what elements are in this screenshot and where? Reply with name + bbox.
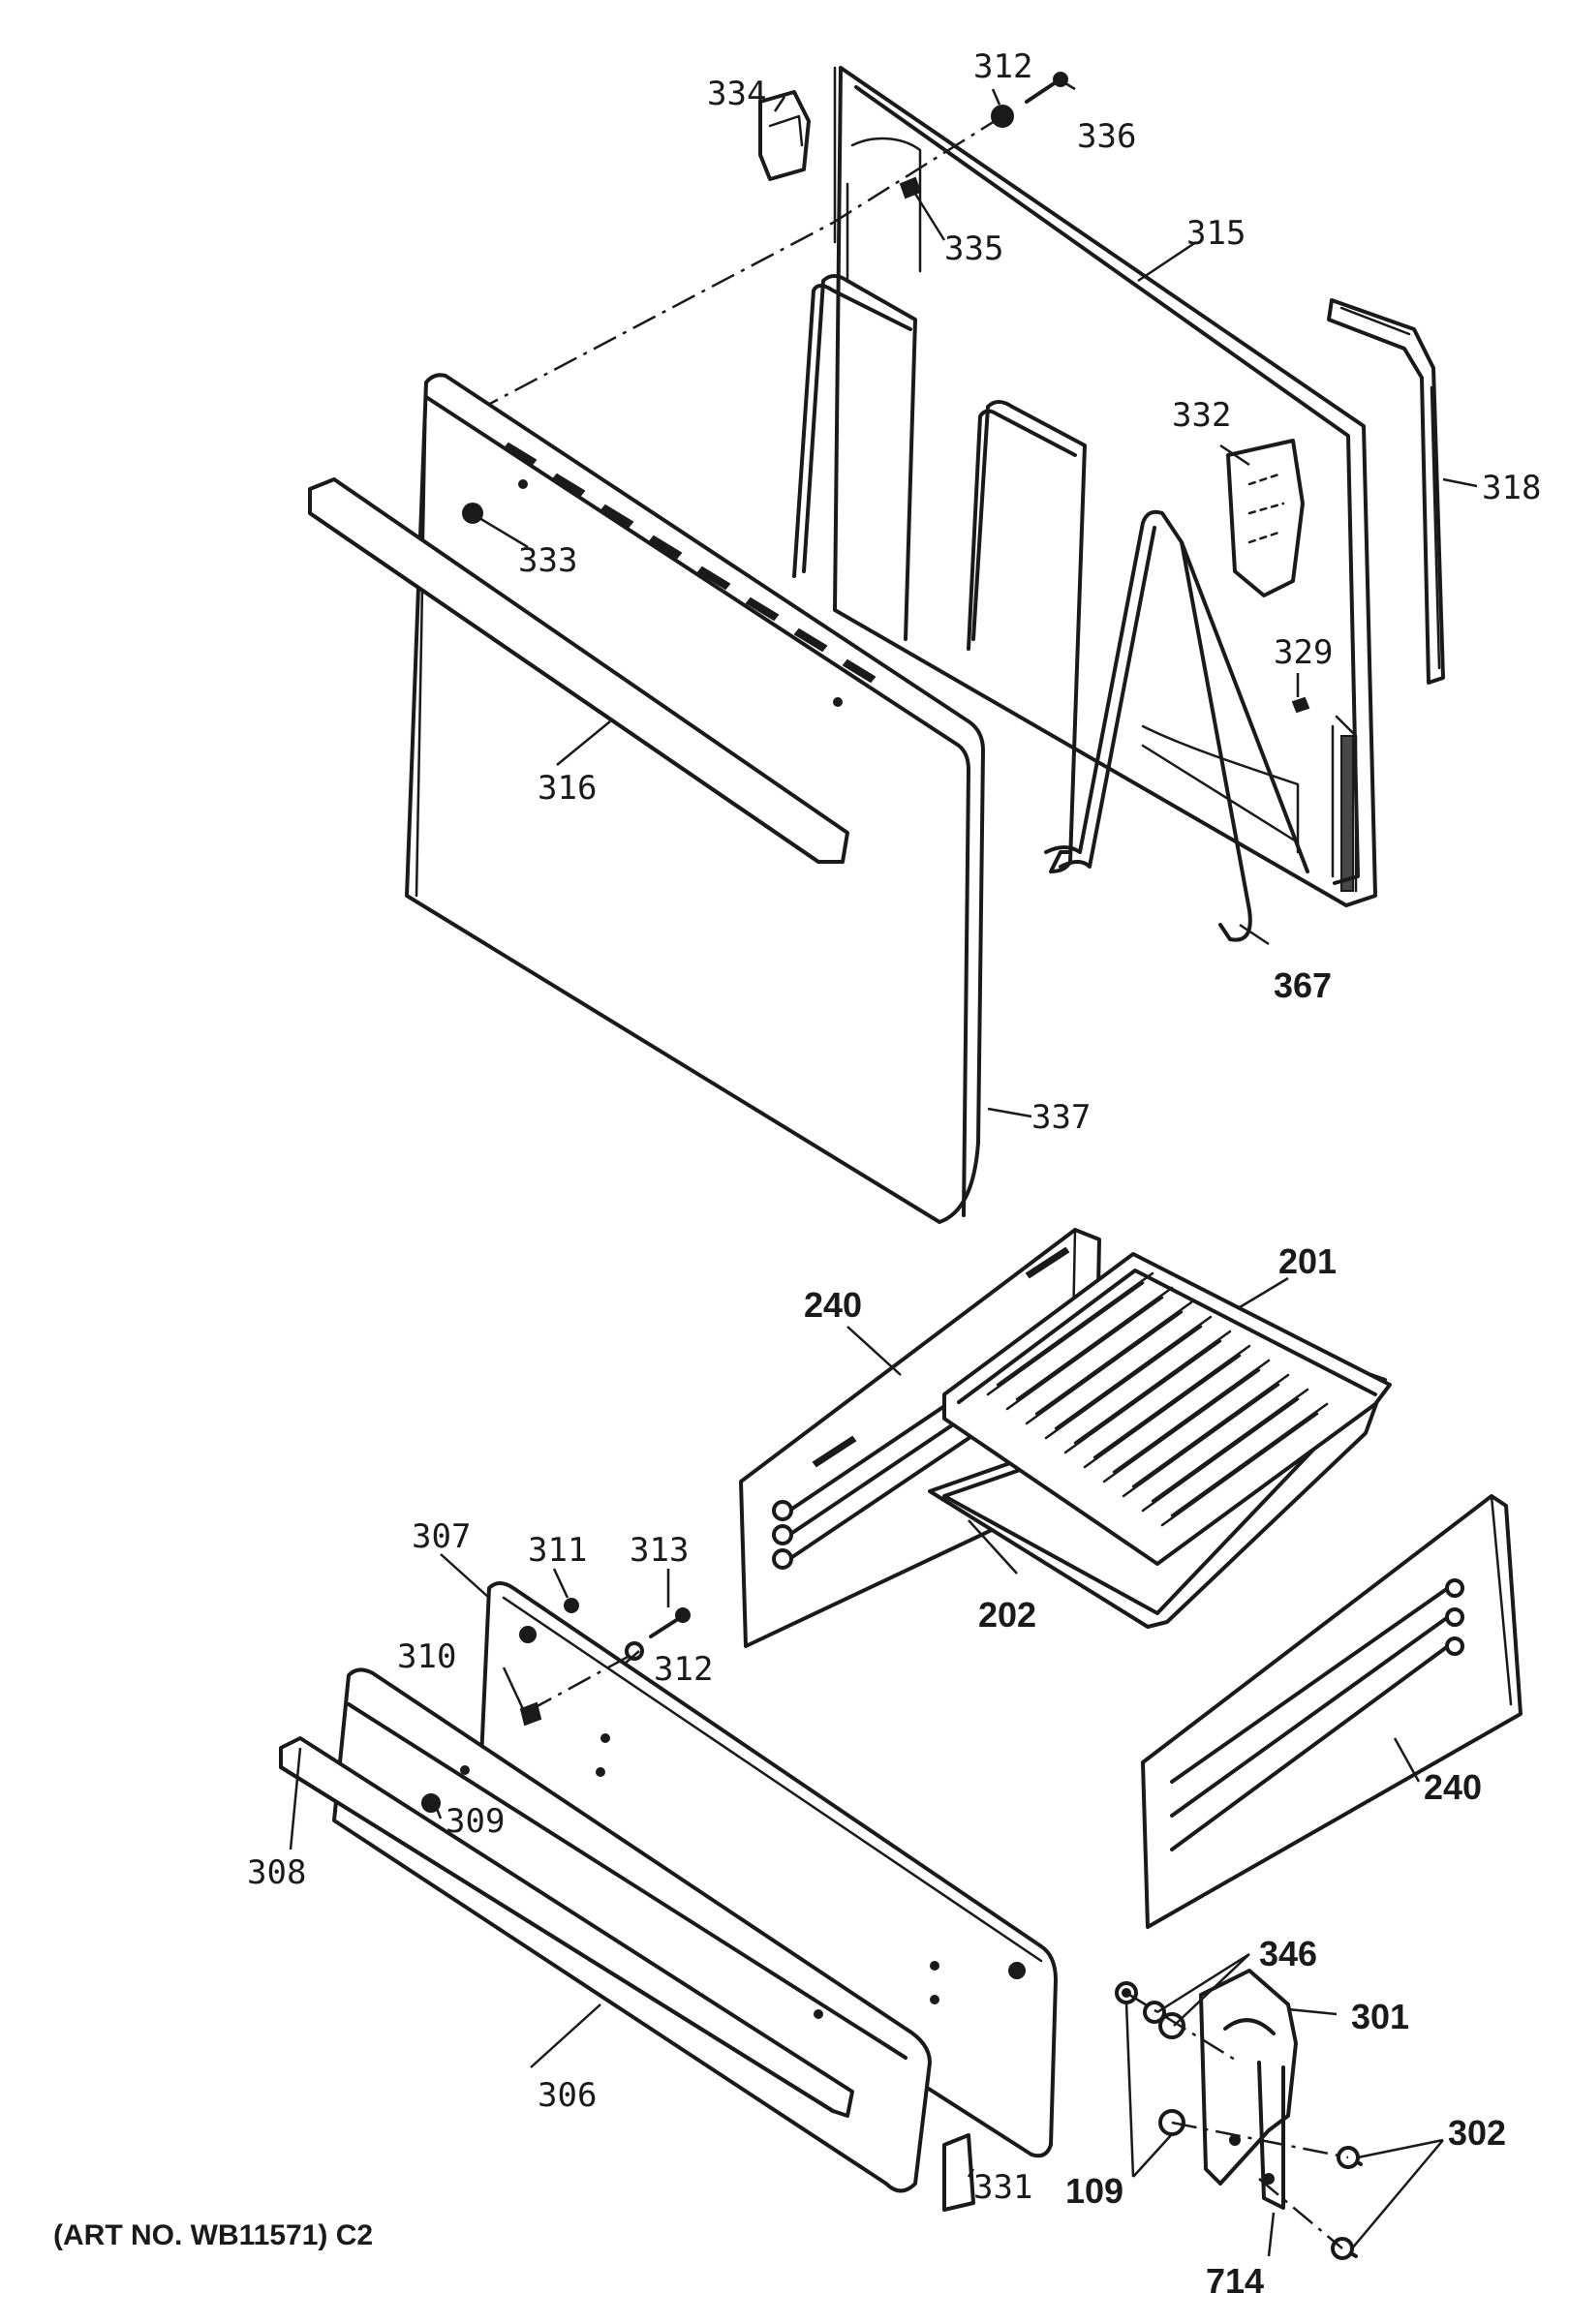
assembly-line-upper bbox=[483, 114, 1003, 409]
callout-337: 337 bbox=[1031, 1098, 1091, 1137]
callout-312-lower: 312 bbox=[654, 1650, 713, 1689]
rack-side-panel-upper bbox=[739, 1228, 1101, 1648]
drawer-handle bbox=[279, 1736, 854, 2118]
washer-346a bbox=[1143, 2001, 1166, 2024]
callout-329: 329 bbox=[1274, 633, 1333, 672]
callout-315: 315 bbox=[1186, 214, 1246, 253]
drawer-liner bbox=[477, 1581, 1058, 2158]
callout-316: 316 bbox=[538, 769, 597, 808]
door-gasket-channel bbox=[1327, 298, 1445, 685]
grommet-329 bbox=[1291, 696, 1310, 714]
screw-336 bbox=[1025, 72, 1068, 104]
callout-332: 332 bbox=[1172, 396, 1231, 435]
callout-240-upper: 240 bbox=[804, 1285, 862, 1325]
broiler-pan-grid bbox=[942, 1252, 1392, 1566]
callout-308: 308 bbox=[247, 1853, 306, 1892]
nut-311 bbox=[564, 1598, 579, 1613]
callout-301: 301 bbox=[1351, 1997, 1409, 2036]
callout-333: 333 bbox=[518, 541, 577, 580]
door-handle bbox=[308, 477, 849, 864]
callout-302: 302 bbox=[1448, 2113, 1506, 2153]
assembly-line-hinge-c bbox=[1258, 2178, 1343, 2249]
assembly-line-hinge-a bbox=[1125, 1991, 1241, 2064]
callout-109: 109 bbox=[1065, 2171, 1123, 2211]
callout-labels: 312 336 334 335 315 318 332 333 329 316 … bbox=[247, 47, 1541, 2301]
callout-240-lower: 240 bbox=[1424, 1767, 1482, 1807]
callout-311: 311 bbox=[528, 1531, 587, 1570]
art-number: (ART NO. WB11571) C2 bbox=[53, 2219, 373, 2251]
callout-202: 202 bbox=[978, 1595, 1036, 1635]
callout-310: 310 bbox=[397, 1637, 456, 1676]
callout-307: 307 bbox=[412, 1517, 471, 1556]
callout-346: 346 bbox=[1259, 1934, 1317, 1973]
callout-334: 334 bbox=[707, 75, 766, 113]
callout-336: 336 bbox=[1077, 117, 1136, 156]
callout-312: 312 bbox=[973, 47, 1032, 86]
callout-313: 313 bbox=[630, 1531, 689, 1570]
hinge-714 bbox=[1199, 1969, 1298, 2210]
insulation-332 bbox=[1226, 439, 1305, 597]
outer-door-panel bbox=[405, 373, 985, 1224]
assembly-line-hinge-b bbox=[1171, 2121, 1349, 2159]
hinge-clip-334 bbox=[758, 90, 811, 181]
oven-racks bbox=[792, 274, 1309, 942]
callout-367: 367 bbox=[1274, 965, 1332, 1005]
washer-312 bbox=[625, 1641, 644, 1661]
washer-346b bbox=[1158, 2012, 1185, 2039]
callout-318: 318 bbox=[1482, 469, 1541, 507]
screw-313 bbox=[649, 1607, 691, 1638]
callout-201: 201 bbox=[1278, 1241, 1337, 1281]
part-335 bbox=[899, 176, 922, 199]
callout-335: 335 bbox=[944, 229, 1003, 268]
assembly-line-drawer bbox=[522, 1654, 631, 1716]
bracket-331 bbox=[942, 2133, 975, 2212]
callout-331: 331 bbox=[973, 2168, 1032, 2207]
rack-side-panel-lower bbox=[1141, 1494, 1523, 1929]
callout-309: 309 bbox=[446, 1802, 505, 1841]
leader-lines bbox=[289, 81, 1478, 2257]
clip-310 bbox=[519, 1701, 542, 1727]
bumper-333 bbox=[462, 503, 483, 524]
callout-714: 714 bbox=[1206, 2261, 1264, 2301]
callout-306: 306 bbox=[538, 2076, 597, 2115]
